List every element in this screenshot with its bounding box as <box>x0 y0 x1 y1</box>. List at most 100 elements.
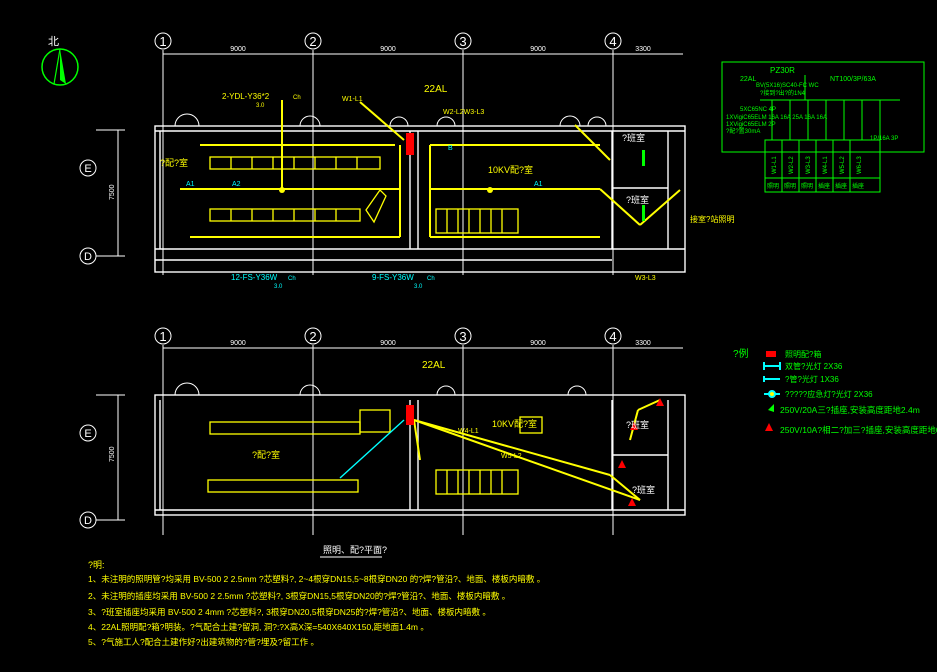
notes-line-2: 2、未注明的插座均采用 BV-500 2 2.5mm ?芯塑料?, 3根穿DN1… <box>88 591 510 601</box>
plan2-room-left: ?配?室 <box>252 449 280 460</box>
axis2-col-3: 3 <box>459 329 466 344</box>
plan1-circuit-w2: W2-L2W3-L3 <box>443 109 484 116</box>
plan1-lamp-a1-right: A1 <box>534 181 543 188</box>
legend-emergency-icon <box>764 390 780 398</box>
legend-item-5: 250V/20A三?插座,安装高度距地2.4m <box>780 405 920 415</box>
plan1-bottom-label-2-note: Ch <box>427 276 435 282</box>
plan1-emergency-lamps <box>279 187 493 193</box>
legend-item-6: 250V/10A?相二?加三?插座,安装高度距地0.3m <box>780 425 937 435</box>
plan1-bottom-label-1: 12-FS-Y36W <box>231 273 278 282</box>
branch-use-1: 照明 <box>767 183 779 190</box>
plan1-bottom-label-1-sub: 3.0 <box>274 284 283 290</box>
plan1-panel-22al <box>406 133 414 155</box>
legend-single-tube-icon <box>763 376 780 382</box>
plan1-bottom-label-1-note: Ch <box>288 276 296 282</box>
dim-span-4: 3300 <box>635 46 651 53</box>
dim-span-3: 9000 <box>530 46 546 53</box>
dim2-span-1: 9000 <box>230 340 246 347</box>
axis2-col-1: 1 <box>159 329 166 344</box>
plan2-doors <box>174 382 587 396</box>
dim-span-2: 9000 <box>380 46 396 53</box>
plan2-panel-22al <box>406 405 414 425</box>
plan1-lamp-lines <box>180 144 600 238</box>
plan1-lamp-b: B <box>448 145 453 152</box>
notes-line-5: 5、?气施工人?配合土建作好?出建筑物的?管?埋及?留工作 。 <box>88 637 319 647</box>
north-arrow-icon <box>41 48 79 86</box>
legend-item-2: 双管?光灯 2X36 <box>785 361 843 371</box>
system-line6: ?配?置30mA <box>726 128 760 135</box>
dim2-span-3: 9000 <box>530 340 546 347</box>
axis-row-e: E <box>84 163 91 175</box>
axis-col-4: 4 <box>609 34 616 49</box>
system-line4: 1XVigiC65ELM 16A 16A 25A 16A 16A <box>726 115 827 121</box>
plan1-doors <box>174 113 607 127</box>
plan1-left-top-note: Ch <box>293 95 301 101</box>
plan1-bottom-label-2-sub: 3.0 <box>414 284 423 290</box>
dim2-span-4: 3300 <box>635 340 651 347</box>
system-diagram <box>721 61 925 193</box>
branch-use-2: 照明 <box>784 183 796 190</box>
legend-item-3: ?管?光灯 1X36 <box>785 374 839 384</box>
notes-line-3: 3、?班室插座均采用 BV-500 2 4mm ?芯塑料?, 3根穿DN20,5… <box>88 607 491 617</box>
plan1-circuit-w1: W1-L1 <box>342 96 363 103</box>
plan1-lamp-a2-left: A2 <box>232 181 241 188</box>
legend-panel-icon <box>766 351 776 357</box>
plan1-left-top-sub: 3.0 <box>256 103 265 109</box>
legend-heading: ?例 <box>733 347 749 360</box>
system-aux: 1P/16A 3P <box>870 136 898 142</box>
branch-use-6: 插座 <box>852 182 864 190</box>
axis-grid-plan2 <box>96 345 683 535</box>
axis-col-1: 1 <box>159 34 166 49</box>
axis-bubbles-plan2 <box>79 327 622 529</box>
plan2-cyan-line <box>339 419 405 479</box>
axis2-row-d: D <box>84 515 92 527</box>
system-branch-labels: W1-L1 W2-L2 W3-L3 W4-L1 W5-L2 W6-L3 照明 照… <box>767 156 864 190</box>
plan1-lamp-a1-left: A1 <box>186 181 195 188</box>
dim2-span-2: 9000 <box>380 340 396 347</box>
plan1-room-small2: ?班室 <box>626 194 649 205</box>
system-title: PZ30R <box>770 66 795 75</box>
plan2-walls <box>154 394 686 516</box>
system-panel: 22AL <box>740 76 756 83</box>
branch-w6: W6-L3 <box>857 156 863 174</box>
axis-col-2: 2 <box>309 34 316 49</box>
plan2-circuit-w5: W5-L2 <box>501 453 522 460</box>
plan1-room-right: 10KV配?室 <box>488 164 533 175</box>
branch-w1: W1-L1 <box>772 156 778 174</box>
plan1-fixtures-left <box>209 156 519 234</box>
system-line3: 5XC65NC 4P <box>740 107 776 113</box>
branch-w4: W4-L1 <box>823 156 829 174</box>
plan2-sockets <box>618 398 664 506</box>
notes-line-4: 4、22AL照明配?箱?明装。?气配合土建?留洞, 洞?:?X高X深=540X6… <box>88 622 429 632</box>
plan1-walls <box>154 125 686 273</box>
plan2-room-small1: ?班室 <box>626 419 649 430</box>
plan1-room-left: ?配?室 <box>160 157 188 168</box>
plan1-callout: 接室?站照明 <box>690 214 734 224</box>
system-line5: 1XVigiC65ELM 2P <box>726 122 776 128</box>
dim-row-span: 7500 <box>109 184 116 200</box>
notes-heading: ?明: <box>88 560 105 570</box>
axis2-col-2: 2 <box>309 329 316 344</box>
axis2-row-e: E <box>84 428 91 440</box>
plan1-panel-label: 22AL <box>424 84 448 95</box>
plan2-room-small2: ?班室 <box>632 484 655 495</box>
plan2-title: 照明、配?平面? <box>323 545 387 555</box>
legend-socket-3-icon <box>768 404 774 412</box>
plan1-wiring <box>180 100 681 238</box>
axis-row-d: D <box>84 251 92 263</box>
plan1-room-small1: ?班室 <box>622 132 645 143</box>
axis-col-3: 3 <box>459 34 466 49</box>
plan2-panel-label: 22AL <box>422 360 446 371</box>
branch-use-4: 插座 <box>818 182 830 190</box>
plan2-wiring <box>413 399 661 501</box>
legend-double-tube-icon <box>763 362 781 370</box>
plan1-bottom-label-2: 9-FS-Y36W <box>372 273 414 282</box>
plan2-circuit-w4: W4-L1 <box>458 428 479 435</box>
axis2-col-4: 4 <box>609 329 616 344</box>
compass-label: 北 <box>48 35 59 48</box>
branch-use-3: 照明 <box>801 183 813 190</box>
plan1-exit-signs <box>642 150 645 221</box>
dim2-row-span: 7500 <box>109 446 116 462</box>
plan2-equipment <box>207 409 543 495</box>
